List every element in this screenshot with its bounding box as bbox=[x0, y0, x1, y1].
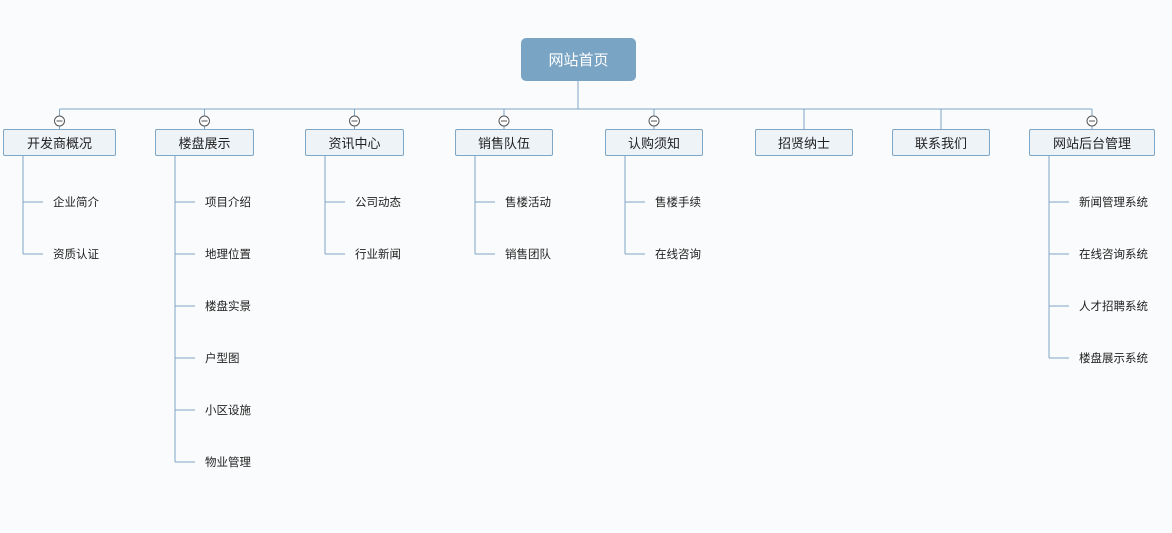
category-node-admin[interactable]: 网站后台管理 bbox=[1029, 129, 1155, 156]
category-node-news[interactable]: 资讯中心 bbox=[305, 129, 404, 156]
minus-circle-icon[interactable] bbox=[199, 115, 210, 127]
category-node-sales[interactable]: 销售队伍 bbox=[455, 129, 553, 156]
leaf-node[interactable]: 新闻管理系统 bbox=[1079, 195, 1148, 209]
leaf-node[interactable]: 在线咨询系统 bbox=[1079, 247, 1148, 261]
leaf-node[interactable]: 企业简介 bbox=[53, 195, 99, 209]
category-node-developer[interactable]: 开发商概况 bbox=[3, 129, 116, 156]
leaf-node[interactable]: 售楼手续 bbox=[655, 195, 701, 209]
leaf-node[interactable]: 销售团队 bbox=[505, 247, 551, 261]
leaf-node[interactable]: 人才招聘系统 bbox=[1079, 299, 1148, 313]
leaf-node[interactable]: 小区设施 bbox=[205, 403, 251, 417]
leaf-node[interactable]: 项目介绍 bbox=[205, 195, 251, 209]
leaf-node[interactable]: 公司动态 bbox=[355, 195, 401, 209]
leaf-node[interactable]: 在线咨询 bbox=[655, 247, 701, 261]
leaf-node[interactable]: 售楼活动 bbox=[505, 195, 551, 209]
leaf-node[interactable]: 资质认证 bbox=[53, 247, 99, 261]
category-node-contact[interactable]: 联系我们 bbox=[892, 129, 990, 156]
minus-circle-icon[interactable] bbox=[54, 115, 65, 127]
leaf-node[interactable]: 户型图 bbox=[205, 351, 240, 365]
category-node-purchase[interactable]: 认购须知 bbox=[605, 129, 703, 156]
leaf-node[interactable]: 楼盘实景 bbox=[205, 299, 251, 313]
root-node[interactable]: 网站首页 bbox=[521, 38, 636, 81]
leaf-node[interactable]: 物业管理 bbox=[205, 455, 251, 469]
leaf-node[interactable]: 行业新闻 bbox=[355, 247, 401, 261]
leaf-node[interactable]: 楼盘展示系统 bbox=[1079, 351, 1148, 365]
category-node-property[interactable]: 楼盘展示 bbox=[155, 129, 254, 156]
minus-circle-icon[interactable] bbox=[1086, 115, 1098, 127]
category-node-recruit[interactable]: 招贤纳士 bbox=[755, 129, 853, 156]
minus-circle-icon[interactable] bbox=[648, 115, 660, 127]
minus-circle-icon[interactable] bbox=[349, 115, 360, 127]
leaf-node[interactable]: 地理位置 bbox=[205, 247, 251, 261]
minus-circle-icon[interactable] bbox=[498, 115, 510, 127]
